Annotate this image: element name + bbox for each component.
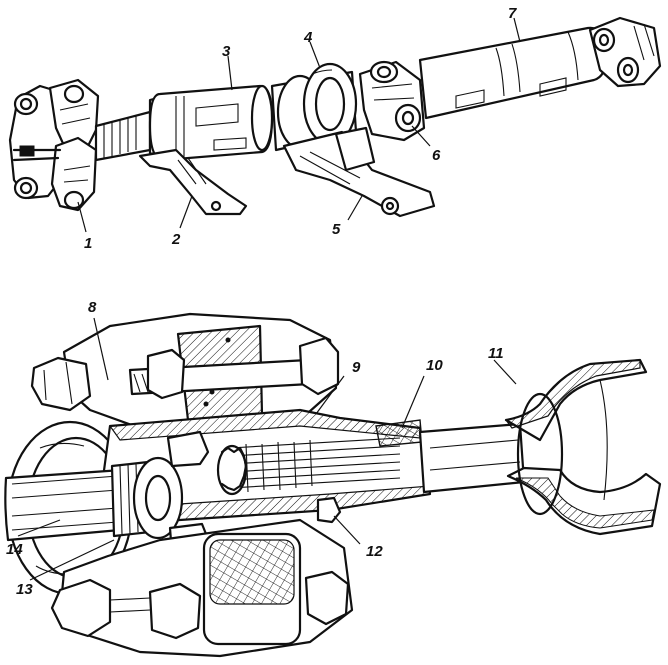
label-4: 4 — [303, 29, 313, 46]
lower-assembly: 8 9 10 11 12 13 14 — [4, 299, 662, 658]
label-9: 9 — [352, 359, 361, 376]
label-8: 8 — [88, 299, 97, 316]
label-7: 7 — [508, 5, 517, 22]
label-13: 13 — [16, 581, 33, 598]
label-6: 6 — [432, 147, 441, 164]
upper-yoke-body — [30, 312, 340, 432]
mounting-bracket-2 — [138, 148, 248, 216]
front-shaft-tube — [148, 84, 274, 162]
label-11: 11 — [488, 345, 504, 362]
label-14: 14 — [6, 541, 23, 558]
upper-leader-lines — [77, 17, 521, 233]
left-universal-joint — [8, 78, 100, 212]
middle-universal-joint — [358, 60, 426, 142]
lower-yoke-body — [50, 518, 354, 658]
label-1: 1 — [84, 235, 92, 252]
rear-universal-joint — [588, 16, 662, 88]
label-2: 2 — [171, 231, 181, 248]
label-3: 3 — [222, 43, 231, 60]
rear-shaft-tube — [418, 26, 608, 120]
upper-assembly: 1 2 3 4 5 6 7 — [8, 5, 662, 252]
label-5: 5 — [332, 221, 341, 238]
label-10: 10 — [426, 357, 443, 374]
slip-yoke-fork — [418, 358, 662, 536]
label-12: 12 — [366, 543, 383, 560]
lower-leader-lines — [17, 317, 517, 581]
left-stub-shaft — [4, 430, 212, 558]
center-bearing-support — [270, 62, 436, 218]
